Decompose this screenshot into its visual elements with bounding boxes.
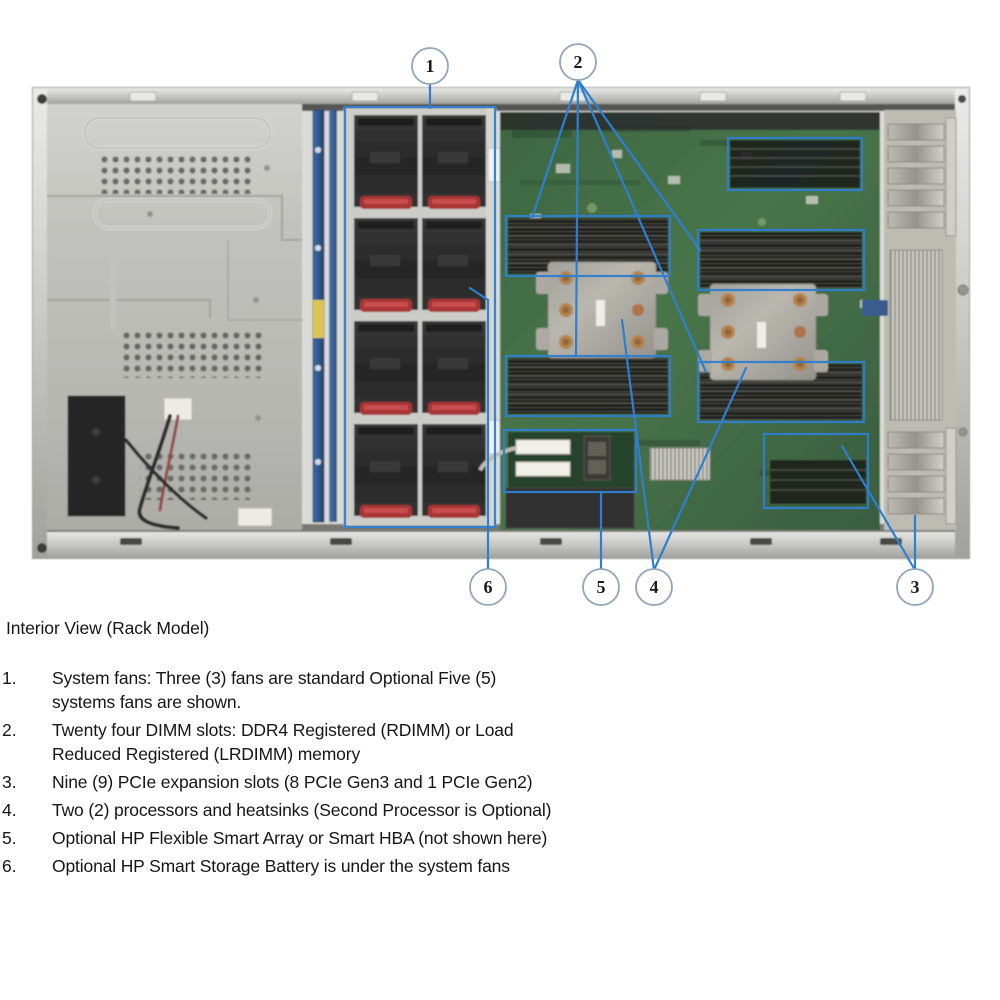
legend-item-number: 5. — [2, 828, 17, 848]
callout-number: 5 — [597, 577, 606, 597]
callout-marker-2: 2 — [559, 43, 597, 81]
figure-container: 1 2 3 4 5 6 — [32, 43, 970, 606]
legend-item-number: 2. — [2, 720, 17, 740]
legend-item-text: Optional HP Flexible Smart Array or Smar… — [52, 828, 548, 848]
callout-bubbles: 1 2 3 4 5 6 — [411, 43, 934, 606]
callout-marker-4: 4 — [635, 568, 673, 606]
callout-marker-6: 6 — [469, 568, 507, 606]
legend-item-text: Two (2) processors and heatsinks (Second… — [52, 800, 552, 820]
legend-list: 1. System fans: Three (3) fans are standa… — [0, 666, 560, 882]
legend-item-text: System fans: Three (3) fans are standard… — [52, 668, 497, 712]
legend-item: 2. Twenty four DIMM slots: DDR4 Registere… — [0, 718, 560, 766]
legend-item-text: Optional HP Smart Storage Battery is und… — [52, 856, 510, 876]
callout-circle — [896, 568, 934, 606]
callout-circle — [582, 568, 620, 606]
callout-circle — [469, 568, 507, 606]
figure-caption: Interior View (Rack Model) — [6, 618, 210, 638]
leader-lines — [428, 78, 917, 572]
legend-item: 3. Nine (9) PCIe expansion slots (8 PCIe … — [0, 770, 560, 794]
callout-overlay: 1 2 3 4 5 6 — [343, 43, 934, 606]
callout-circle — [559, 43, 597, 81]
legend-item-number: 3. — [2, 772, 17, 792]
legend-item-text: Twenty four DIMM slots: DDR4 Registered … — [52, 720, 514, 764]
callout-circle — [635, 568, 673, 606]
legend-item-number: 6. — [2, 856, 17, 876]
legend-item: 4. Two (2) processors and heatsinks (Seco… — [0, 798, 560, 822]
legend-item-number: 1. — [2, 668, 17, 688]
legend-item: 6. Optional HP Smart Storage Battery is u… — [0, 854, 560, 878]
highlight-boxes — [343, 105, 870, 529]
legend-item-text: Nine (9) PCIe expansion slots (8 PCIe Ge… — [52, 772, 533, 792]
server-interior-photo — [32, 87, 970, 559]
callout-number: 4 — [650, 577, 659, 597]
callout-marker-5: 5 — [582, 568, 620, 606]
legend-item: 5. Optional HP Flexible Smart Array or Sm… — [0, 826, 560, 850]
callout-marker-1: 1 — [411, 47, 449, 85]
callout-number: 1 — [426, 56, 435, 76]
callout-number: 3 — [911, 577, 920, 597]
callout-circle — [411, 47, 449, 85]
legend-item-number: 4. — [2, 800, 17, 820]
callout-number: 6 — [484, 577, 493, 597]
callout-number: 2 — [574, 52, 583, 72]
callout-marker-3: 3 — [896, 568, 934, 606]
legend-item: 1. System fans: Three (3) fans are standa… — [0, 666, 560, 714]
